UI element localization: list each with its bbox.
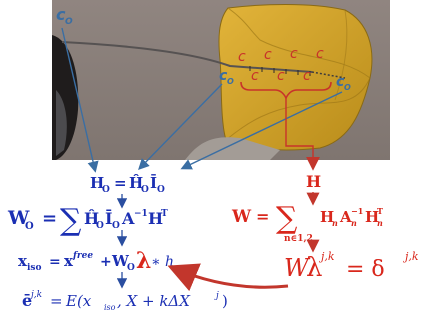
eq-times-h: ∗ h [151,254,174,270]
svg-text:= δ: = δ [346,257,385,282]
svg-text:T: T [161,209,168,219]
svg-text:=: = [49,254,61,270]
svg-text:=: = [114,174,127,192]
svg-text:, X + kΔX: , X + kΔX [117,292,191,310]
svg-text:c: c [303,68,311,84]
svg-text:O: O [344,83,351,92]
svg-text:c: c [56,5,66,24]
svg-text:n∈1,2: n∈1,2 [284,234,313,244]
svg-text:n: n [377,218,383,228]
svg-text:x: x [18,252,28,270]
svg-text:c: c [316,46,324,62]
svg-text:c: c [336,74,345,90]
svg-text:∑: ∑ [276,201,298,236]
svg-text:c: c [238,49,246,65]
svg-text:c: c [290,46,298,62]
eq-e-bar: ē j,k = E(x iso , X + kΔX j ) [22,290,228,312]
svg-text:=: = [50,292,63,310]
svg-text:H: H [306,172,321,191]
svg-text:W: W [111,252,130,270]
svg-text:T: T [377,206,383,216]
c-red-labels: c c c c c c c [238,46,324,84]
svg-text:H: H [365,208,379,226]
svg-text:Ĥ: Ĥ [84,208,99,228]
svg-text:iso: iso [27,263,42,273]
svg-text:Ī: Ī [150,173,157,192]
svg-text:ē: ē [22,291,32,310]
svg-text:Ĥ: Ĥ [129,174,143,192]
svg-text:H: H [320,208,334,226]
svg-text:Ī: Ī [105,208,112,228]
yellow-mesh [218,4,373,151]
eq-h-red: H [306,172,321,191]
svg-text:W: W [284,254,311,282]
svg-text:c: c [251,68,259,84]
render-image [52,0,390,160]
c-o-label-left: c O [56,5,73,27]
eq-w-red: W = ∑ n∈1,2 H n A n −1 H n T [231,201,383,244]
svg-text:A: A [339,208,352,226]
arrow-c-left-to-h [61,27,99,173]
svg-text:H: H [90,174,104,192]
svg-text:O: O [127,263,135,273]
svg-text:E(x: E(x [65,292,92,310]
arrow-lambda-feedback [167,263,289,292]
svg-text:c: c [219,68,228,84]
svg-text:∑: ∑ [60,203,82,238]
eq-lambda-red: λ [136,248,151,274]
c-o-label-mid: c O [219,68,234,86]
c-o-label-right: c O [336,74,351,92]
eq-w-lambda: W λ j,k = δ j,k [284,250,419,283]
arrow-c-right-to-h [180,91,343,170]
svg-text:O: O [96,221,104,231]
svg-text:j,k: j,k [318,250,335,263]
svg-text:O: O [65,17,73,27]
svg-text:j: j [214,291,219,301]
svg-text:−1: −1 [134,209,148,219]
svg-text:A: A [121,209,135,228]
svg-text:iso: iso [104,303,116,312]
svg-text:j,k: j,k [402,250,419,263]
svg-text:j,k: j,k [29,290,42,300]
svg-text:O: O [25,221,34,232]
svg-text:c: c [277,68,285,84]
svg-text:W: W [7,207,30,229]
svg-text:−1: −1 [351,206,363,216]
svg-text:n: n [351,218,357,228]
blue-connectors [61,27,343,173]
eq-w-o: W O = ∑ Ĥ O Ī O A −1 H T [7,203,168,238]
svg-text:free: free [72,251,93,261]
svg-text:c: c [264,47,272,63]
svg-text:O: O [141,185,149,195]
svg-text:O: O [227,77,234,86]
eq-x-iso: x iso = x free + W O [18,251,135,273]
svg-text:H: H [148,209,163,228]
svg-text:O: O [102,185,110,195]
suture-thread [61,41,313,73]
arrow-brace-to-h [285,98,320,171]
svg-text:x: x [64,252,74,270]
arrow-c-mid-to-h [138,83,223,171]
svg-text:n: n [332,218,338,228]
eq-h-o: H O = Ĥ O Ī O [90,173,165,195]
svg-text:=: = [42,208,57,229]
svg-text:=: = [256,207,269,226]
svg-text:): ) [222,292,228,310]
svg-text:O: O [112,221,120,231]
svg-text:+: + [100,254,112,270]
svg-text:W: W [231,207,252,227]
svg-text:O: O [157,185,165,195]
svg-text:λ: λ [306,253,322,283]
